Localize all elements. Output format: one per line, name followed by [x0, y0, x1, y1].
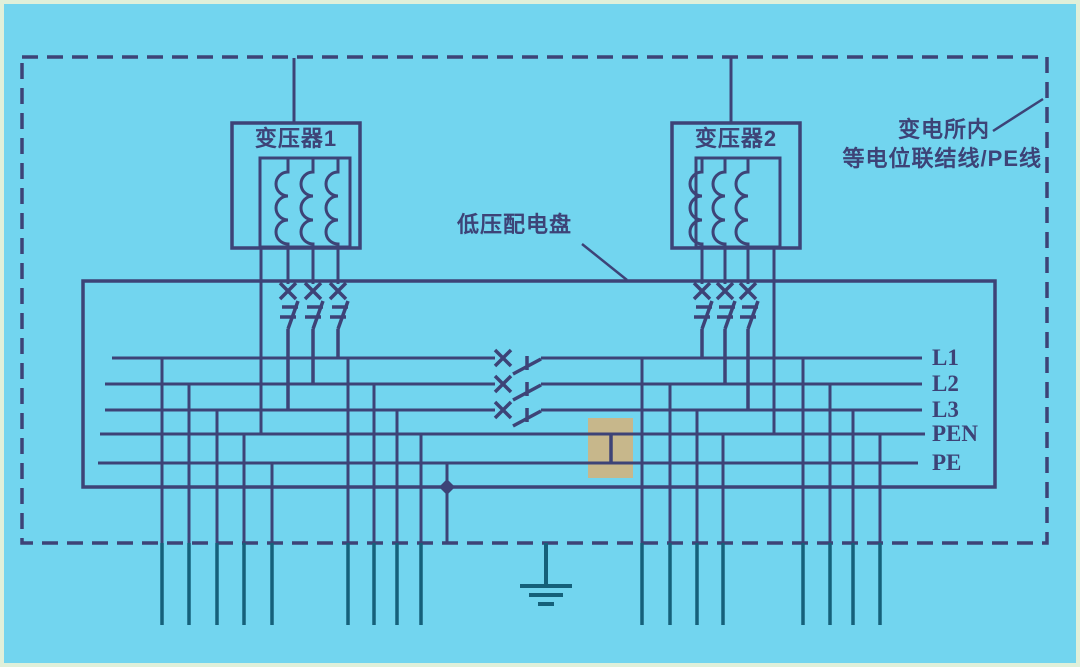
ground-symbol [520, 543, 572, 606]
substation-bonding-ring [20, 55, 1049, 545]
transformer1-output-stubs [259, 247, 340, 434]
bus-label-pe: PE [932, 450, 962, 475]
outgoing-feeders-lower [160, 543, 882, 625]
bus-label-l1: L1 [932, 345, 959, 370]
transformer1-winding-box [258, 156, 352, 249]
bus-tie-switches [493, 348, 542, 428]
transformer2-symbol [670, 121, 802, 434]
bonding-label-line1: 变电所内 [897, 117, 990, 142]
transformer2-label: 变压器2 [694, 126, 778, 151]
bus-label-pen: PEN [932, 421, 978, 446]
bonding-label-line2: 等电位联结线/PE线 [842, 146, 1042, 171]
transformer1-symbol [230, 121, 362, 434]
outgoing-feeders-upper [160, 358, 882, 543]
transformer1-breakers [278, 281, 350, 410]
transformer1-label: 变压器1 [254, 126, 338, 151]
bus-label-l3: L3 [932, 397, 959, 422]
incoming-supply-lines [292, 58, 733, 123]
bus-label-l2: L2 [932, 371, 959, 396]
transformer2-breakers [692, 281, 760, 410]
bonding-label-leader [992, 97, 1044, 133]
transformer2-winding-box [694, 156, 782, 249]
panel-label-leader [581, 243, 628, 281]
transformer2-output-stubs [700, 247, 776, 434]
bond-junction-dot [439, 479, 455, 495]
transformer1-windings [274, 158, 340, 247]
distribution-panel-box [81, 279, 997, 489]
panel-label: 低压配电盘 [457, 212, 573, 237]
transformer2-windings [688, 158, 750, 247]
